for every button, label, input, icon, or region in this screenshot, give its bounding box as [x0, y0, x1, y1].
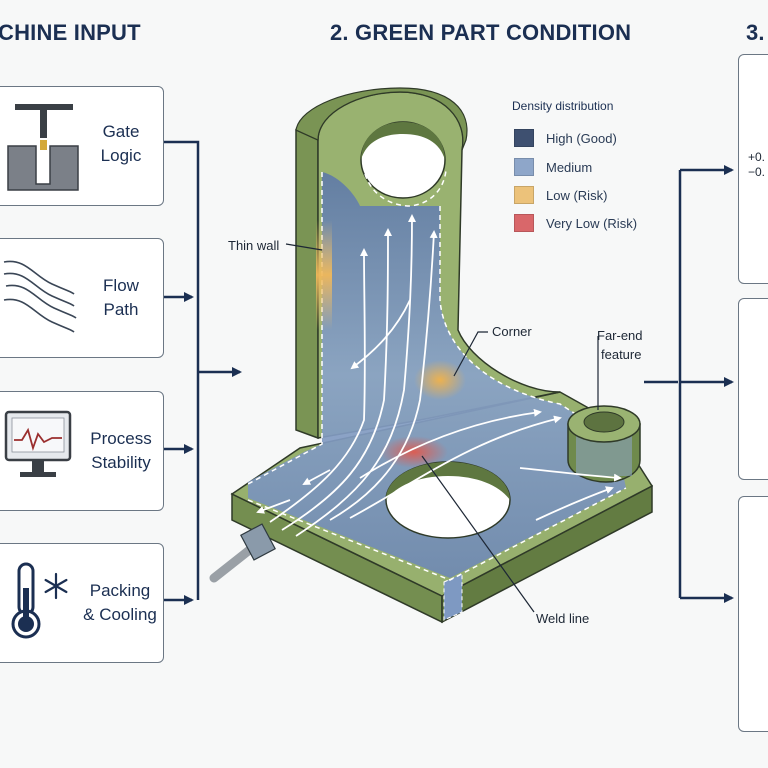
legend-title: Density distribution: [512, 99, 614, 113]
input-connectors: [164, 140, 242, 605]
tolerance-plus: +0.: [748, 150, 766, 164]
middle-hole: [385, 461, 511, 539]
callout-thin-wall: Thin wall: [228, 238, 280, 253]
top-hole: [360, 121, 447, 207]
section-heading-green-part-condition: 2. GREEN PART CONDITION: [330, 20, 632, 45]
legend-label-high: High (Good): [546, 130, 617, 146]
flow-path-icon: [3, 260, 77, 333]
callout-weld-line: Weld line: [536, 611, 590, 626]
output-card-section: [738, 298, 768, 480]
legend-label-very-low: Very Low (Risk): [546, 215, 638, 231]
callout-leaders: [285, 243, 599, 613]
callout-far-end-line2: feature: [601, 347, 642, 362]
flow-arrows: [256, 214, 622, 537]
legend-swatch-very-low: [514, 214, 534, 232]
legend-swatch-high: [514, 129, 534, 147]
output-card-tolerance: [738, 54, 768, 284]
thermometer-snowflake-icon: [11, 562, 68, 639]
legend-swatch-low: [514, 186, 534, 204]
tolerance-minus: −0.: [748, 165, 766, 179]
legend-label-low: Low (Risk): [546, 187, 608, 203]
legend-label-medium: Medium: [546, 159, 593, 175]
gate-icon: [7, 104, 79, 191]
legend-item-very-low: Very Low (Risk): [514, 214, 637, 232]
output-connectors: [644, 165, 734, 603]
flow-region: [247, 172, 627, 621]
output-card-sintered: [738, 496, 768, 732]
gate-nozzle: [209, 523, 276, 583]
legend-swatch-medium: [514, 158, 534, 176]
far-end-boss: [567, 405, 641, 483]
legend-item-high: High (Good): [514, 129, 617, 147]
callout-far-end-line1: Far-end: [597, 328, 643, 343]
callout-corner: Corner: [492, 324, 532, 339]
legend-item-low: Low (Risk): [514, 186, 607, 204]
input-card-flow-path: [0, 238, 164, 358]
section-heading-machine-input: CHINE INPUT: [0, 20, 141, 45]
section-heading-output: 3.: [746, 20, 765, 45]
monitor-icon: [4, 410, 72, 477]
packing-cooling-label: Packing& Cooling: [83, 581, 157, 624]
legend-item-medium: Medium: [514, 158, 592, 176]
